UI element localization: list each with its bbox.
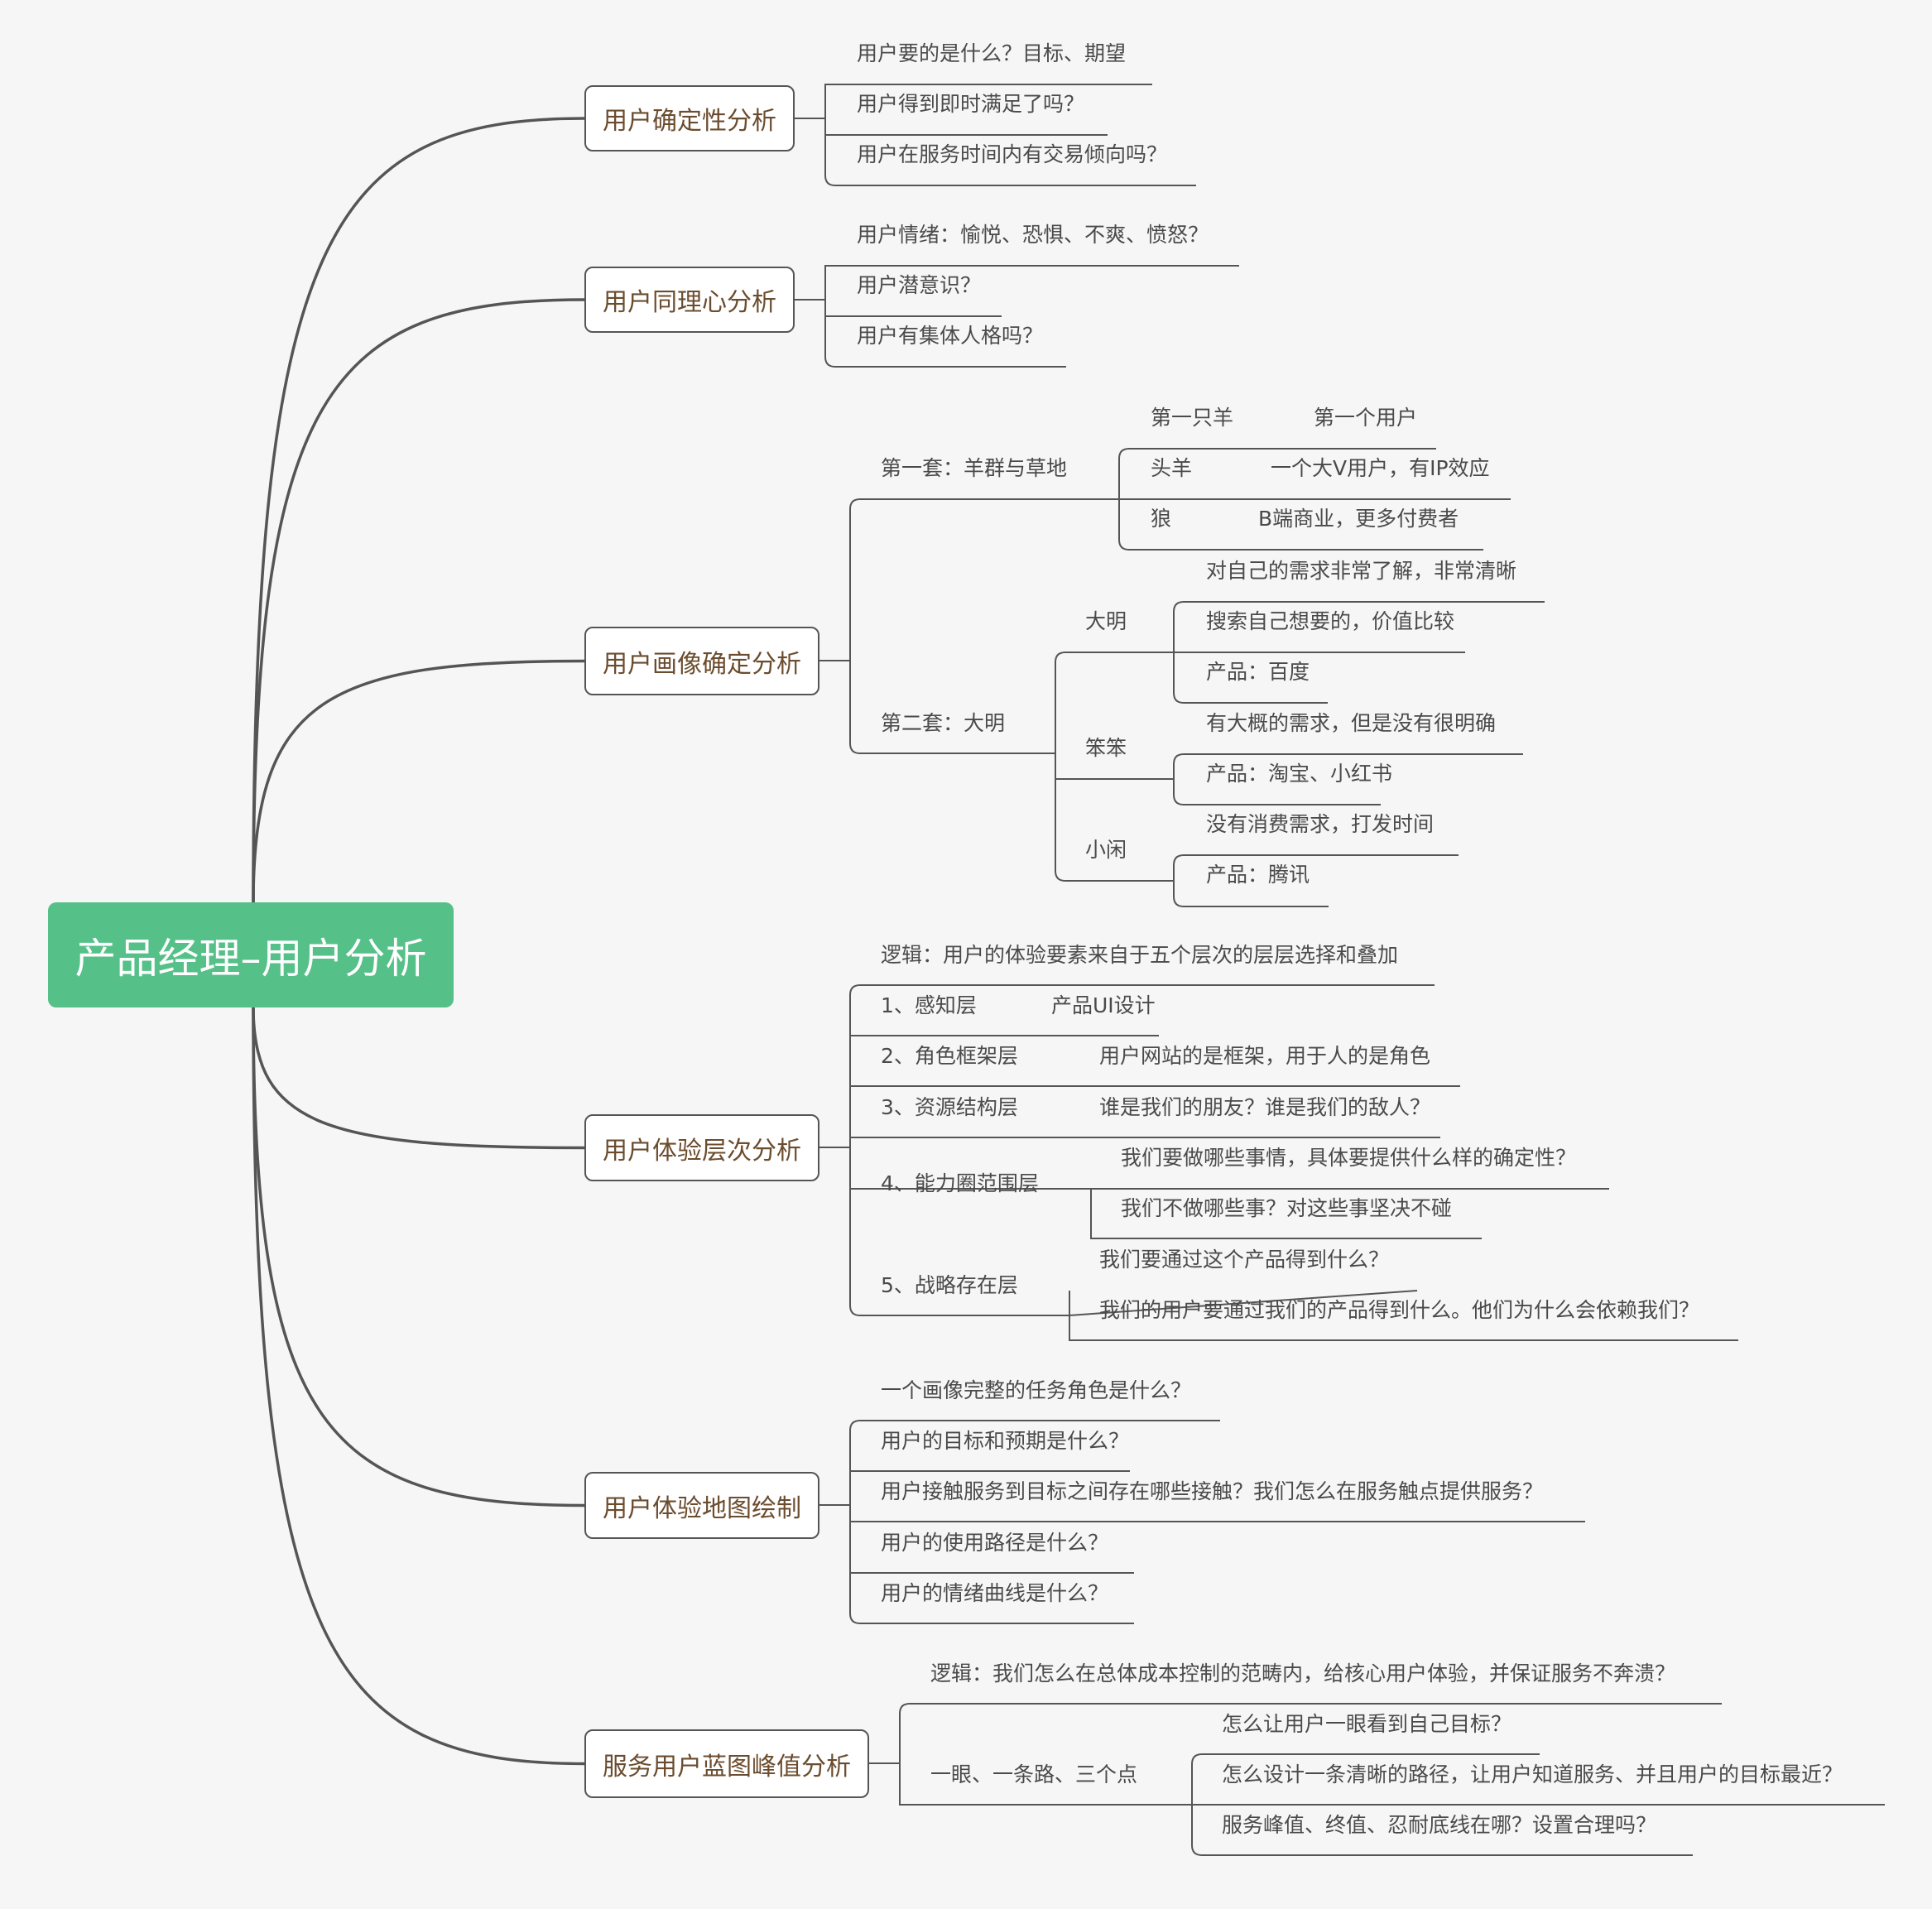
layer-item[interactable]: 谁是我们的朋友？谁是我们的敌人？	[1099, 1095, 1431, 1119]
connector	[1118, 448, 1436, 499]
root-branch-curve	[252, 1007, 585, 1766]
layer-item[interactable]: 我们要做哪些事情，具体要提供什么样的确定性？	[1121, 1146, 1577, 1170]
connector	[1191, 1753, 1540, 1805]
connector	[824, 118, 1196, 186]
layer-item[interactable]: 我们要通过这个产品得到什么？	[1099, 1248, 1390, 1272]
connector	[1173, 881, 1329, 907]
connector	[1173, 753, 1523, 779]
connector	[849, 1505, 1585, 1522]
connector	[1191, 1805, 1693, 1856]
layer-label[interactable]: 1、感知层	[881, 993, 977, 1017]
persona-group[interactable]: 笨笨	[1085, 736, 1127, 760]
connector	[849, 1085, 1460, 1147]
leaf-item[interactable]: 用户要的是什么？目标、期望	[857, 41, 1127, 65]
subtopic[interactable]: 一眼、一条路、三个点	[930, 1762, 1138, 1786]
branch-empathy[interactable]: 用户同理心分析	[584, 267, 795, 333]
layer-item[interactable]: 我们不做哪些事？对这些事坚决不碰	[1121, 1196, 1453, 1220]
set1-row-key[interactable]: 狼	[1151, 507, 1172, 531]
root-branch-curve	[252, 298, 585, 903]
branch-experience-layers[interactable]: 用户体验层次分析	[584, 1114, 819, 1181]
layer-item[interactable]: 我们的用户要通过我们的产品得到什么。他们为什么会依赖我们？	[1099, 1298, 1700, 1322]
layer-item[interactable]: 用户网站的是框架，用于人的是角色	[1099, 1044, 1431, 1068]
leaf-item[interactable]: 产品：腾讯	[1206, 863, 1310, 887]
set1-row-value[interactable]: 一个大V用户，有IP效应	[1271, 456, 1490, 480]
subtopic-set2[interactable]: 第二套：大明	[881, 711, 1006, 735]
connector	[899, 1703, 1722, 1763]
connector	[1173, 601, 1545, 652]
leaf-item[interactable]: 用户的情绪曲线是什么？	[881, 1581, 1109, 1605]
subtopic-set1[interactable]: 第一套：羊群与草地	[881, 456, 1068, 480]
connector	[1173, 854, 1459, 881]
leaf-item[interactable]: 用户的目标和预期是什么？	[881, 1429, 1130, 1453]
layer-label[interactable]: 3、资源结构层	[881, 1095, 1018, 1119]
leaf-item[interactable]: 怎么设计一条清晰的路径，让用户知道服务、并且用户的目标最近？	[1222, 1762, 1843, 1786]
set1-row-value[interactable]: 第一个用户	[1314, 406, 1418, 430]
connector	[849, 661, 1055, 754]
set1-row-key[interactable]: 第一只羊	[1151, 406, 1234, 430]
connector	[1173, 779, 1381, 805]
connector	[824, 118, 1108, 136]
connector	[1118, 499, 1483, 551]
persona-group[interactable]: 小闲	[1085, 838, 1127, 862]
persona-group[interactable]: 大明	[1085, 609, 1127, 633]
layer-label[interactable]: 5、战略存在层	[881, 1273, 1018, 1297]
leaf-item[interactable]: 服务峰值、终值、忍耐底线在哪？设置合理吗？	[1222, 1813, 1657, 1837]
leaf-item[interactable]: 一个画像完整的任务角色是什么？	[881, 1378, 1192, 1402]
root-branch-curve	[252, 117, 585, 903]
connector	[849, 984, 1435, 1147]
leaf-item[interactable]: 搜索自己想要的，价值比较	[1206, 609, 1455, 633]
set1-row-key[interactable]: 头羊	[1151, 456, 1193, 480]
layer-label[interactable]: 4、能力圈范围层	[881, 1171, 1039, 1195]
leaf-item[interactable]: 没有消费需求，打发时间	[1206, 812, 1435, 836]
leaf-item[interactable]: 用户接触服务到目标之间存在哪些接触？我们怎么在服务触点提供服务？	[881, 1479, 1544, 1503]
connector	[1055, 652, 1174, 753]
logic-note[interactable]: 逻辑：用户的体验要素来自于五个层次的层层选择和叠加	[881, 943, 1399, 967]
layer-item[interactable]: 产品UI设计	[1051, 993, 1156, 1017]
connector	[849, 1420, 1220, 1505]
leaf-item[interactable]: 怎么让用户一眼看到自己目标？	[1222, 1712, 1512, 1736]
connector	[849, 1505, 1134, 1624]
leaf-item[interactable]: 用户情绪：愉悦、恐惧、不爽、愤怒？	[857, 223, 1209, 247]
connector	[849, 498, 1119, 661]
leaf-item[interactable]: 产品：百度	[1206, 660, 1310, 684]
leaf-item[interactable]: 用户得到即时满足了吗？	[857, 92, 1085, 116]
leaf-item[interactable]: 用户在服务时间内有交易倾向吗？	[857, 142, 1168, 166]
connector	[849, 1147, 1069, 1316]
root-branch-curve	[252, 659, 585, 903]
leaf-item[interactable]: 用户的使用路径是什么？	[881, 1531, 1109, 1555]
root-branch-curve	[252, 1007, 585, 1150]
connector	[824, 265, 1239, 300]
layer-label[interactable]: 2、角色框架层	[881, 1044, 1018, 1068]
leaf-item[interactable]: 用户有集体人格吗？	[857, 324, 1044, 348]
connector	[824, 84, 1152, 118]
connector	[1055, 753, 1174, 882]
logic-note[interactable]: 逻辑：我们怎么在总体成本控制的范畴内，给核心用户体验，并保证服务不奔溃？	[930, 1661, 1676, 1685]
leaf-item[interactable]: 产品：淘宝、小红书	[1206, 762, 1393, 786]
branch-experience-map[interactable]: 用户体验地图绘制	[584, 1472, 819, 1539]
connector	[824, 300, 1066, 368]
connector	[1090, 1189, 1482, 1239]
set1-row-value[interactable]: B端商业，更多付费者	[1258, 507, 1459, 531]
root-topic[interactable]: 产品经理–用户分析	[48, 902, 454, 1007]
leaf-item[interactable]: 用户潜意识？	[857, 273, 982, 297]
branch-blueprint-peak[interactable]: 服务用户蓝图峰值分析	[584, 1729, 869, 1798]
branch-persona[interactable]: 用户画像确定分析	[584, 627, 819, 695]
connector	[1173, 652, 1328, 704]
root-branch-curve	[252, 1007, 585, 1507]
connector	[849, 1470, 1130, 1505]
connector	[899, 1763, 1192, 1806]
connector	[824, 300, 1002, 317]
leaf-item[interactable]: 对自己的需求非常了解，非常清晰	[1206, 559, 1517, 583]
connector	[849, 1137, 1440, 1147]
leaf-item[interactable]: 有大概的需求，但是没有很明确	[1206, 711, 1497, 735]
connector	[1069, 1290, 1738, 1341]
branch-certainty[interactable]: 用户确定性分析	[584, 85, 795, 151]
